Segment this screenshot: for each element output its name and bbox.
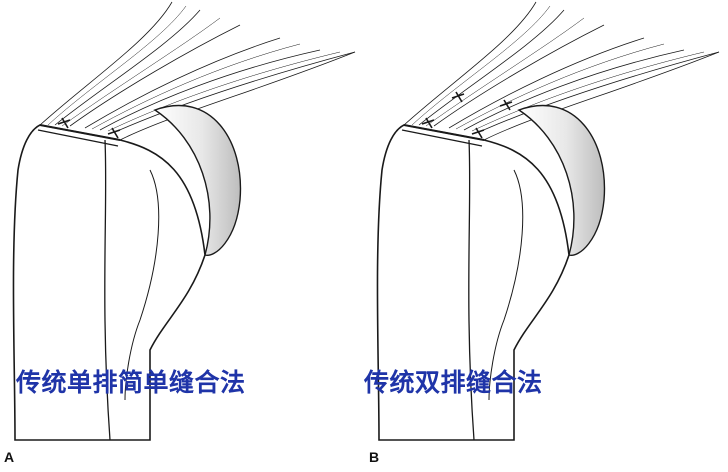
tendon-a (39, 1, 356, 141)
suture-row-a (37, 117, 121, 147)
cartilage-b (517, 104, 606, 256)
panel-label-b: B (369, 449, 380, 465)
suture-rows-b (401, 91, 513, 147)
panel-label-a: A (4, 449, 15, 465)
humeral-head-illustration-b (376, 1, 720, 441)
bone-a (12, 124, 206, 441)
cartilage-a (153, 104, 242, 256)
panel-b: 传统双排缝合法 B (364, 0, 728, 472)
humeral-head-illustration-a (12, 1, 356, 441)
bone-b (376, 124, 570, 441)
panel-a: 传统单排简单缝合法 A (4, 1, 356, 465)
caption-a: 传统单排简单缝合法 (16, 368, 246, 397)
tendon-b (403, 1, 720, 141)
caption-b: 传统双排缝合法 (364, 368, 543, 397)
